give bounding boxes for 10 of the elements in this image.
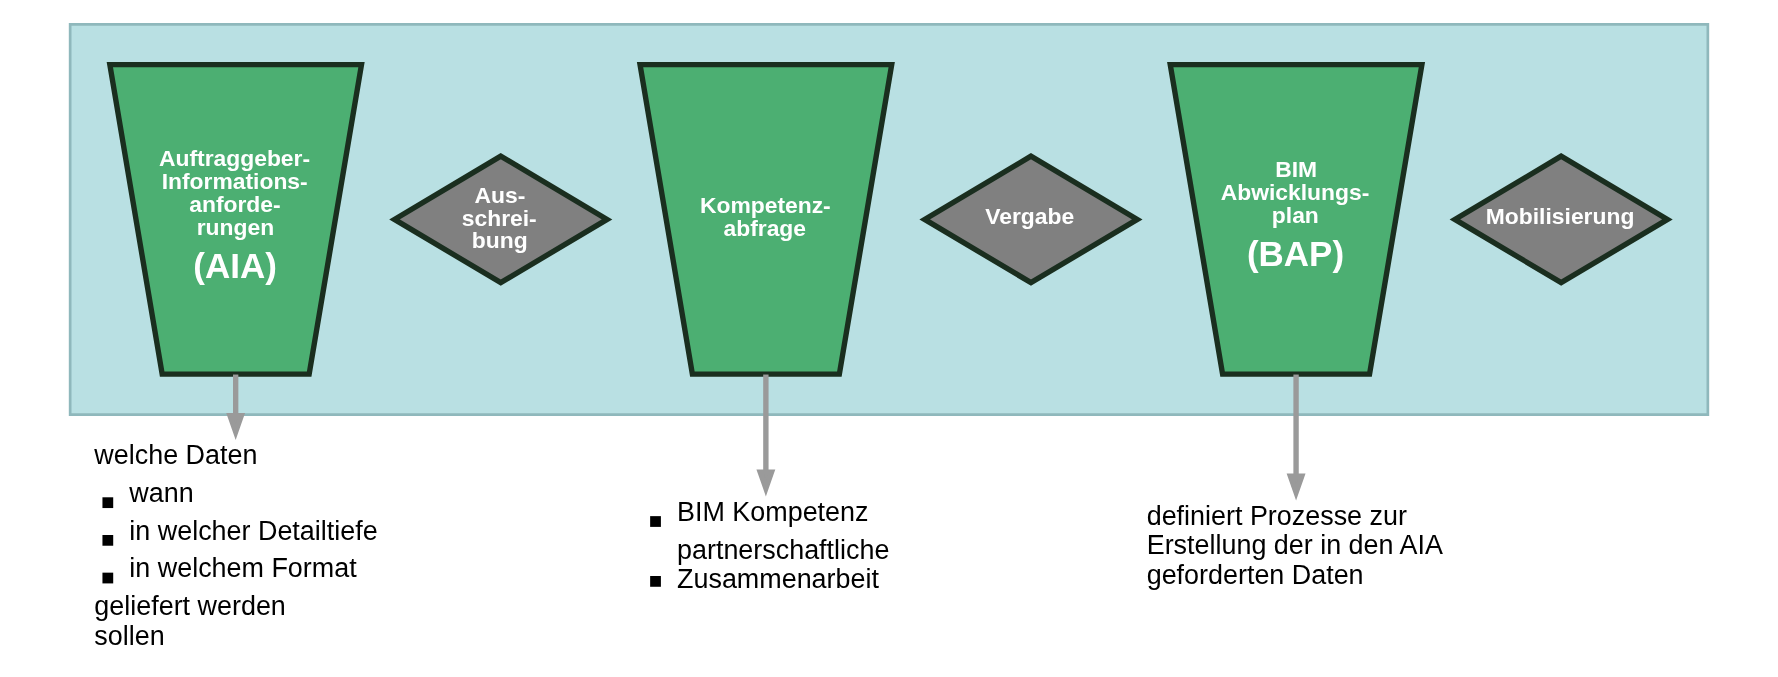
arrow <box>226 374 246 440</box>
arrow <box>1286 374 1306 501</box>
node-diamond: Vergabe <box>919 153 1143 286</box>
node-diamond: Mobilisierung <box>1449 153 1673 286</box>
arrow <box>756 374 776 497</box>
node-label: BIM Kompetenz <box>677 496 869 527</box>
node-diamond: Aus- schrei- bung <box>389 153 613 286</box>
node-label: partnerschaftliche Zusammenarbeit <box>677 534 890 595</box>
node-text: welche Daten wann in welcher Detailtiefe in welchem Format geliefert werden sollen <box>94 440 378 651</box>
node-text: definiert Prozesse zur Erstellung der in den AIA geforderten Daten <box>1146 500 1443 591</box>
